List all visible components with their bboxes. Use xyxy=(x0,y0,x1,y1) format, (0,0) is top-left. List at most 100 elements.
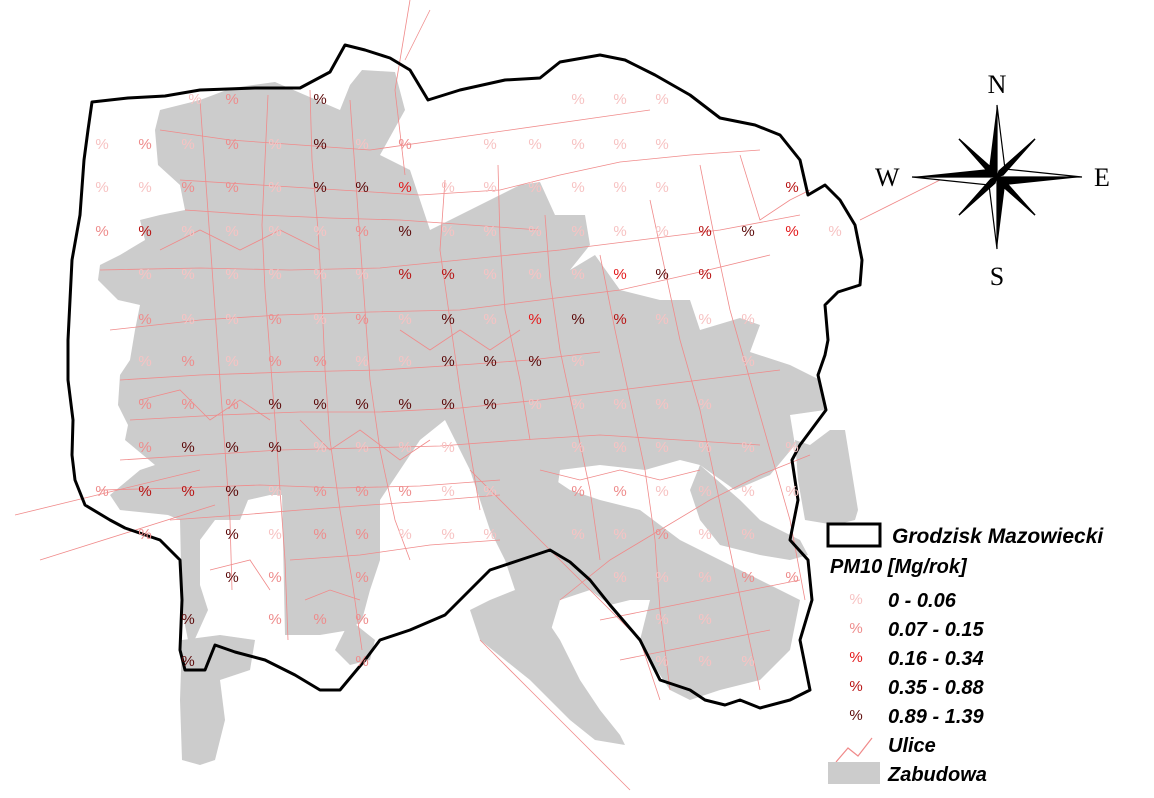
pm10-marker: % xyxy=(698,439,711,456)
pm10-marker: % xyxy=(225,353,238,370)
pm10-marker: % xyxy=(785,223,798,240)
pm10-marker: % xyxy=(355,396,368,413)
pm10-marker: % xyxy=(181,223,194,240)
pm10-marker: % xyxy=(268,223,281,240)
pm10-marker: % xyxy=(441,266,454,283)
pm10-marker: % xyxy=(571,311,584,328)
pm10-marker: % xyxy=(398,439,411,456)
pm10-marker: % xyxy=(313,311,326,328)
pm10-marker: % xyxy=(181,611,194,628)
pm10-marker: % xyxy=(698,653,711,670)
pm10-marker: % xyxy=(571,179,584,196)
pm10-marker: % xyxy=(138,483,151,500)
pm10-marker: % xyxy=(741,223,754,240)
pm10-marker: % xyxy=(698,223,711,240)
pm10-marker: % xyxy=(268,353,281,370)
pm10-marker: % xyxy=(355,526,368,543)
pm10-marker: % xyxy=(571,266,584,283)
pm10-marker: % xyxy=(655,223,668,240)
pm10-marker: % xyxy=(355,611,368,628)
pm10-marker: % xyxy=(571,136,584,153)
pm10-marker: % xyxy=(741,483,754,500)
legend-class-symbol: % xyxy=(849,649,862,666)
compass-label-east: E xyxy=(1094,163,1110,192)
pm10-marker: % xyxy=(741,653,754,670)
pm10-marker: % xyxy=(225,569,238,586)
pm10-marker: % xyxy=(655,179,668,196)
pm10-marker: % xyxy=(441,483,454,500)
pm10-marker: % xyxy=(571,223,584,240)
pm10-marker: % xyxy=(355,266,368,283)
pm10-marker: % xyxy=(355,653,368,670)
pm10-marker: % xyxy=(313,611,326,628)
pm10-marker: % xyxy=(138,311,151,328)
pm10-marker: % xyxy=(698,526,711,543)
pm10-marker: % xyxy=(571,439,584,456)
compass-point-west xyxy=(912,169,997,177)
legend-class-symbol: % xyxy=(849,591,862,608)
pm10-marker: % xyxy=(313,483,326,500)
pm10-marker: % xyxy=(268,266,281,283)
pm10-marker: % xyxy=(138,353,151,370)
pm10-marker: % xyxy=(355,439,368,456)
legend-built-up-swatch xyxy=(828,762,880,784)
pm10-marker: % xyxy=(225,223,238,240)
compass-label-north: N xyxy=(988,70,1007,99)
pm10-marker: % xyxy=(355,136,368,153)
pm10-marker: % xyxy=(355,311,368,328)
pm10-marker: % xyxy=(95,483,108,500)
legend-class-label: 0 - 0.06 xyxy=(888,590,957,612)
pm10-marker: % xyxy=(95,179,108,196)
pm10-marker: % xyxy=(483,353,496,370)
pm10-marker: % xyxy=(313,353,326,370)
pm10-marker: % xyxy=(268,526,281,543)
pm10-marker: % xyxy=(528,179,541,196)
compass-diagonals xyxy=(958,138,1036,216)
pm10-marker: % xyxy=(613,569,626,586)
pm10-marker: % xyxy=(225,136,238,153)
pm10-marker: % xyxy=(181,439,194,456)
pm10-marker: % xyxy=(828,223,841,240)
legend-class-label: 0.89 - 1.39 xyxy=(888,706,985,728)
pm10-marker: % xyxy=(698,311,711,328)
pm10-marker: % xyxy=(441,179,454,196)
pm10-marker: % xyxy=(698,611,711,628)
legend-class-label: 0.35 - 0.88 xyxy=(888,677,985,699)
pm10-marker: % xyxy=(655,611,668,628)
pm10-marker: % xyxy=(181,396,194,413)
map-legend: Grodzisk Mazowiecki PM10 [Mg/rok] %0 - 0… xyxy=(826,522,1104,786)
pm10-marker: % xyxy=(225,439,238,456)
compass-point-east xyxy=(997,177,1082,185)
pm10-marker: % xyxy=(613,91,626,108)
pm10-marker: % xyxy=(741,311,754,328)
pm10-marker: % xyxy=(483,179,496,196)
pm10-marker: % xyxy=(355,179,368,196)
pm10-marker: % xyxy=(785,179,798,196)
pm10-marker: % xyxy=(268,569,281,586)
pm10-marker: % xyxy=(313,91,326,108)
pm10-marker: % xyxy=(313,223,326,240)
pm10-marker: % xyxy=(225,311,238,328)
pm10-marker: % xyxy=(613,179,626,196)
pm10-marker: % xyxy=(225,526,238,543)
pm10-marker: % xyxy=(138,396,151,413)
pm10-marker: % xyxy=(741,569,754,586)
municipal-boundary xyxy=(66,43,864,710)
pm10-marker: % xyxy=(528,223,541,240)
compass-label-south: S xyxy=(990,262,1004,291)
legend-classes: %0 - 0.06%0.07 - 0.15%0.16 - 0.34%0.35 -… xyxy=(849,590,984,728)
pm10-marker: % xyxy=(268,439,281,456)
pm10-marker: % xyxy=(441,223,454,240)
pm10-marker: % xyxy=(655,439,668,456)
pm10-marker: % xyxy=(441,396,454,413)
pm10-marker: % xyxy=(528,311,541,328)
pm10-marker: % xyxy=(181,353,194,370)
pm10-marker: % xyxy=(571,396,584,413)
pm10-marker: % xyxy=(181,311,194,328)
pm10-marker: % xyxy=(613,223,626,240)
pm10-marker: % xyxy=(698,396,711,413)
pm10-marker: % xyxy=(571,353,584,370)
pm10-marker: % xyxy=(441,311,454,328)
pm10-marker: % xyxy=(655,396,668,413)
